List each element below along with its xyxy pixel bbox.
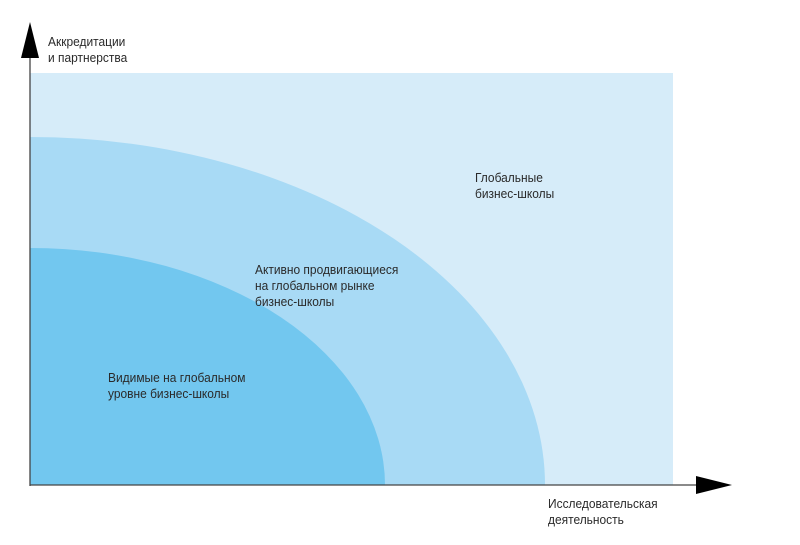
zone-visible-label: Видимые на глобальном уровне бизнес-школ… bbox=[108, 370, 246, 401]
x-axis-label: Исследовательская деятельность bbox=[548, 496, 658, 527]
y-axis-label: Аккредитации и партнерства bbox=[48, 34, 128, 65]
zone-active-label: Активно продвигающиеся на глобальном рын… bbox=[255, 262, 399, 309]
x-axis-arrow-icon bbox=[696, 476, 732, 494]
zone-visible bbox=[30, 248, 385, 485]
y-axis-arrow-icon bbox=[21, 22, 39, 58]
zone-global-label: Глобальные бизнес-школы bbox=[475, 170, 555, 201]
